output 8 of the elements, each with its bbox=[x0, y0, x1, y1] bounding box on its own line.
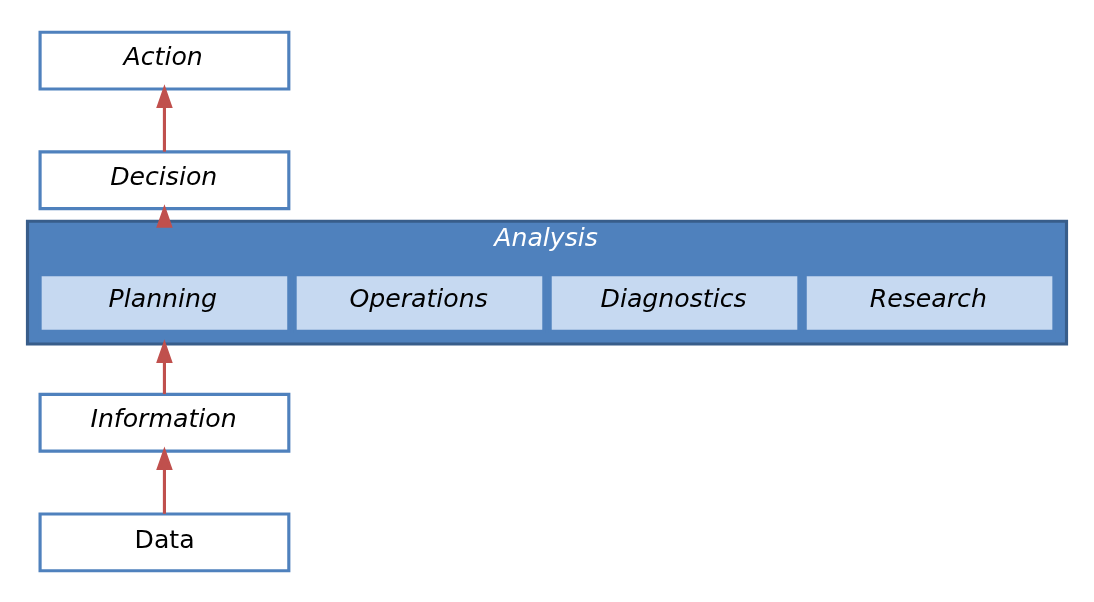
node-box: Action bbox=[38, 30, 291, 91]
arrow bbox=[156, 338, 173, 394]
node-box: Decision bbox=[38, 149, 291, 210]
node-box: Information bbox=[38, 392, 291, 453]
arrow bbox=[156, 203, 173, 228]
arrow bbox=[156, 83, 173, 152]
node-box: Data bbox=[38, 511, 291, 572]
arrow bbox=[156, 445, 173, 514]
